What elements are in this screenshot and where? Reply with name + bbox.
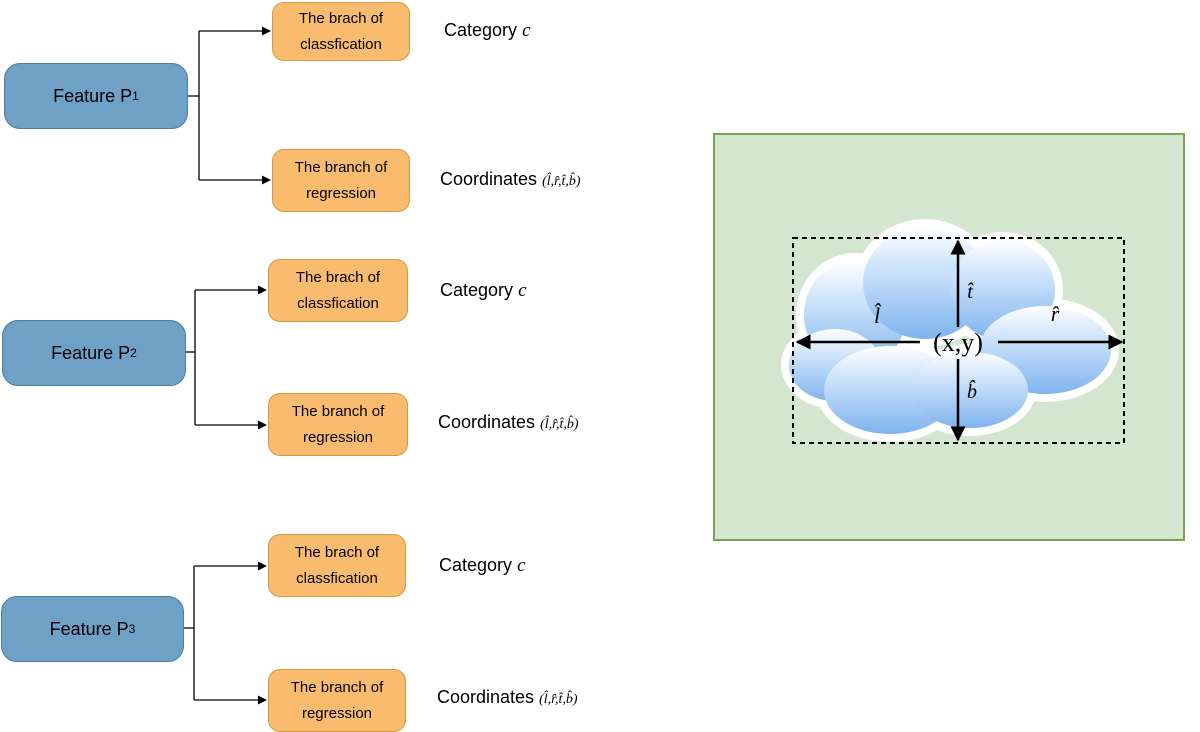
feature-subscript: 1 [132,89,139,103]
left-distance-label: l̂ [874,303,882,328]
regression-branch-node: The branch of regression [268,393,408,456]
branch-line-2: regression [302,428,374,446]
regression-branch-node: The branch of regression [268,669,406,732]
coordinates-output: Coordinates (l̂,r̂,t̂,b̂) [438,412,579,433]
branch-line-1: The branch of [294,159,388,176]
branch-line-2: regression [301,704,373,722]
right-distance-label: r̂ [1051,301,1060,326]
branch-line-2: classfication [296,569,378,587]
category-output: Category c [444,20,531,42]
coordinates-tuple: (l̂,r̂,t̂,b̂) [540,417,579,432]
category-variable: c [518,280,527,301]
feature-subscript: 2 [130,346,137,360]
feature-label: Feature P [51,342,131,363]
connector-3-trunk [183,566,195,700]
coordinates-text: Coordinates [440,169,538,189]
classification-branch-node: The brach of classfication [268,259,408,322]
top-distance-label: t̂ [967,281,974,303]
coordinates-output: Coordinates (l̂,r̂,t̂,b̂) [437,687,578,708]
classification-branch-node: The brach of classfication [268,534,406,597]
coordinates-text: Coordinates [438,412,536,432]
connector-1-trunk [187,31,200,180]
coordinates-output: Coordinates (l̂,r̂,t̂,b̂) [440,169,581,190]
branch-line-1: The branch of [290,679,384,696]
bounding-box [792,237,1125,444]
branch-line-1: The brach of [298,10,384,27]
category-text: Category [444,20,518,40]
coordinates-tuple: (l̂,r̂,t̂,b̂) [539,692,578,707]
bottom-distance-label: b̂ [967,379,977,403]
category-variable: c [517,555,526,576]
feature-label: Feature P [53,85,133,106]
feature-label: Feature P [49,618,129,639]
category-text: Category [439,555,513,575]
center-point-label: (x,y) [933,328,983,357]
coordinates-tuple: (l̂,r̂,t̂,b̂) [542,174,581,189]
category-output: Category c [439,555,526,577]
branch-line-2: classfication [300,35,382,53]
regression-branch-node: The branch of regression [272,149,410,212]
coordinates-text: Coordinates [437,687,535,707]
branch-line-1: The brach of [295,269,381,286]
branch-line-1: The branch of [291,403,385,420]
category-text: Category [440,280,514,300]
bbox-illustration: (x,y) l̂ r̂ t̂ b̂ [781,219,1125,444]
bbox-illustration-panel: (x,y) l̂ r̂ t̂ b̂ [713,133,1185,541]
feature-subscript: 3 [128,622,136,636]
branch-line-1: The brach of [294,544,380,561]
branch-line-2: regression [305,184,377,202]
branch-line-2: classfication [297,294,379,312]
connector-2-trunk [185,290,196,425]
category-variable: c [522,20,531,41]
category-output: Category c [440,280,527,302]
classification-branch-node: The brach of classfication [272,2,410,61]
